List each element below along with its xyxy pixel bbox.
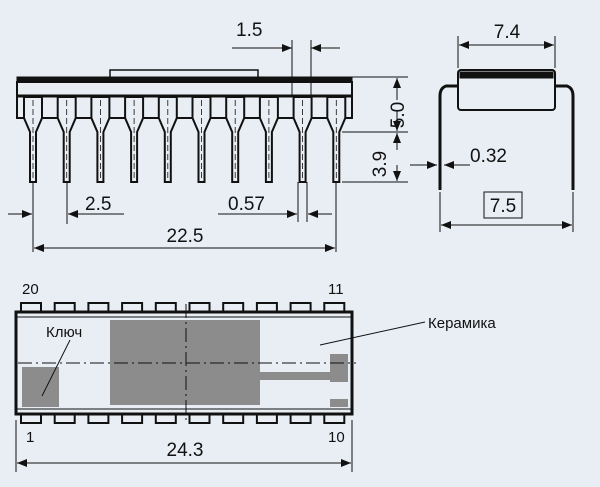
- dim-body-height: 5.0: [388, 102, 409, 128]
- dim-span: 22.5: [167, 226, 204, 247]
- dim-length: 24.3: [167, 440, 204, 461]
- body: [16, 81, 353, 119]
- dim-lead-width-top: 1.5: [236, 20, 262, 41]
- side-view: [410, 36, 575, 232]
- ceramic-label: Керамика: [428, 315, 496, 332]
- dim-lead-width: 0.57: [228, 194, 265, 215]
- front-pins: [23, 96, 347, 183]
- pin-label-10: 10: [328, 429, 345, 446]
- dim-lead-thickness: 0.32: [470, 146, 507, 167]
- top-view: [14, 302, 426, 472]
- pin-label-11: 11: [328, 281, 344, 298]
- pin-label-1: 1: [26, 429, 34, 446]
- top-notches: [20, 302, 346, 424]
- key-label: Ключ: [46, 324, 82, 341]
- dim-lead-length: 3.9: [370, 151, 391, 177]
- pin-label-20: 20: [22, 281, 39, 298]
- dim-body-width: 7.4: [494, 22, 521, 43]
- dim-row-spacing: 7.5: [490, 196, 516, 217]
- front-view: [8, 40, 408, 252]
- dim-pitch: 2.5: [85, 194, 111, 215]
